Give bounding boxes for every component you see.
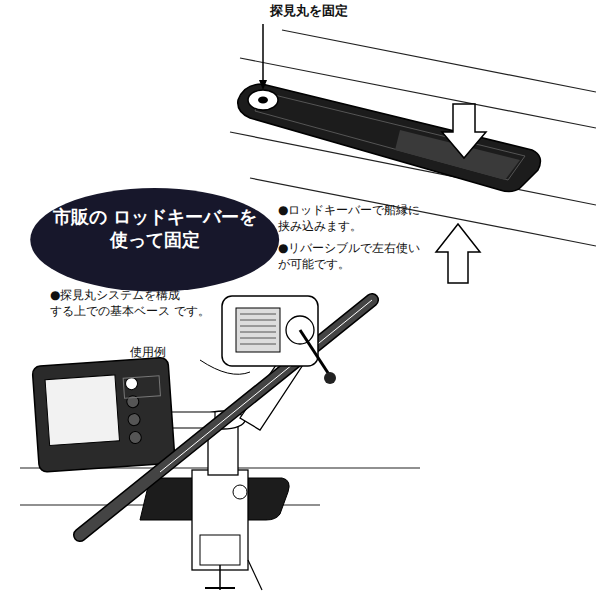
caption-label: 使用例	[130, 345, 200, 361]
callout-label: 探見丸を固定	[270, 3, 410, 20]
badge-ellipse: 市販の ロッドキーバーを 使って固定	[29, 187, 280, 293]
note-text: ●ロッドキーバーで船縁に 挟み込みます。	[278, 203, 438, 234]
note-text: ●リバーシブルで左右使い が可能です。	[278, 241, 438, 272]
badge-text: 市販の ロッドキーバーを 使って固定	[29, 205, 280, 252]
note-text: ●探見丸システムを構成 する上での基本ベース です。	[50, 288, 225, 319]
